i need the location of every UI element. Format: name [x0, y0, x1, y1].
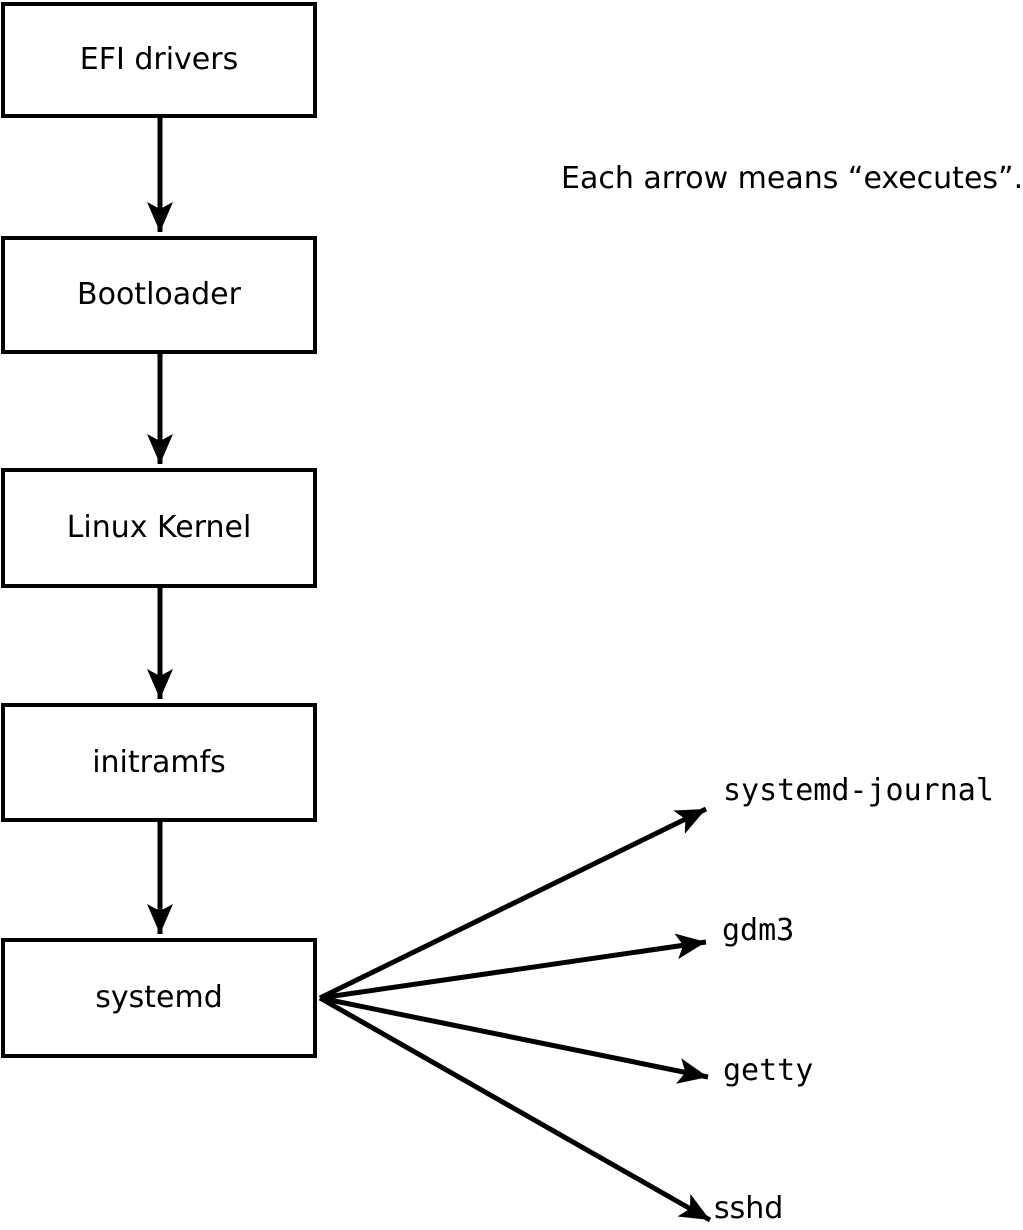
node-linux-kernel-label: Linux Kernel — [66, 510, 252, 545]
node-bootloader: Bootloader — [1, 236, 317, 354]
label-getty: getty — [723, 1053, 814, 1088]
node-bootloader-label: Bootloader — [77, 277, 241, 312]
label-systemd-journal: systemd-journal — [723, 773, 994, 808]
node-systemd-label: systemd — [95, 980, 223, 1015]
node-initramfs: initramfs — [1, 703, 317, 822]
node-efi-drivers: EFI drivers — [1, 2, 317, 118]
label-sshd: sshd — [714, 1191, 784, 1226]
node-linux-kernel: Linux Kernel — [1, 468, 317, 588]
arrow-systemd-to-gdm3 — [319, 933, 707, 1001]
arrow-systemd-to-sshd — [318, 995, 712, 1223]
arrow-meaning-note: Each arrow means “executes”. — [561, 161, 1023, 196]
arrow-systemd-to-journal — [318, 806, 708, 1001]
arrow-systemd-to-getty — [319, 995, 709, 1084]
label-gdm3: gdm3 — [722, 913, 795, 948]
node-systemd: systemd — [1, 938, 317, 1058]
node-efi-drivers-label: EFI drivers — [79, 42, 239, 77]
node-initramfs-label: initramfs — [92, 744, 226, 780]
